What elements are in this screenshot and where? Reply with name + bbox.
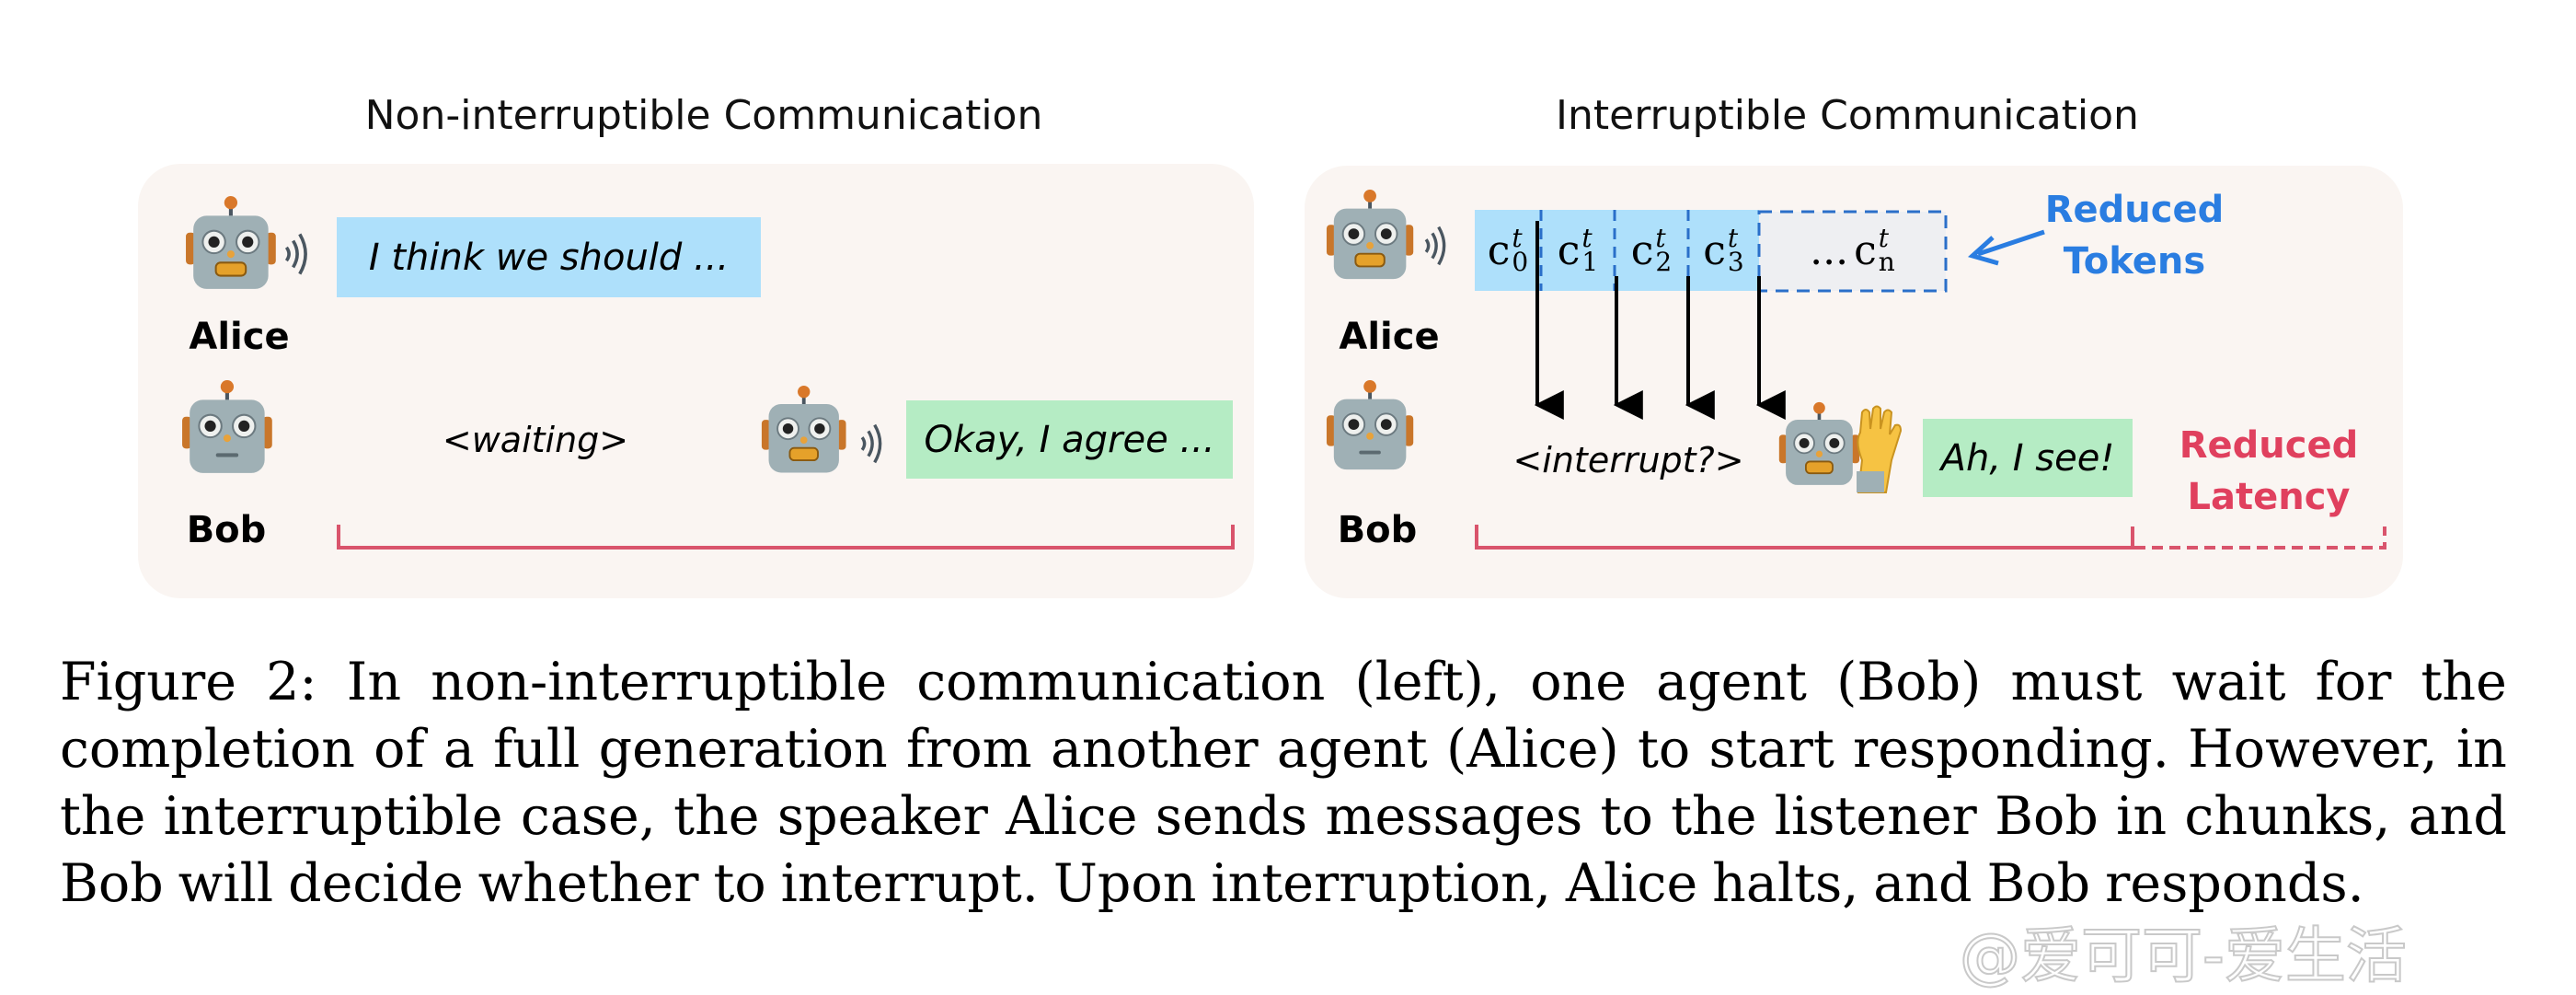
- chunk-sub: 3: [1727, 247, 1744, 277]
- chunk-sup: t: [1727, 223, 1739, 253]
- alice-label: Alice: [1339, 316, 1440, 358]
- alice-label: Alice: [189, 316, 290, 358]
- reduced-tokens-arrow: [1977, 229, 2045, 257]
- chunk-base: c: [1630, 226, 1654, 274]
- chunk-sub: n: [1878, 247, 1895, 277]
- bob-message: Ah, I see!: [1923, 419, 2133, 497]
- reduced-tokens-line-2: Tokens: [2063, 240, 2206, 283]
- watermark: @爱可可-爱生活: [1959, 920, 2408, 992]
- alice-message: I think we should ...: [337, 217, 761, 297]
- ellipsis: ...: [1810, 226, 1849, 274]
- right-panel-title: Interruptible Communication: [1556, 92, 2139, 139]
- interrupt-status: <interrupt?>: [1512, 440, 1744, 480]
- chunk-sup: t: [1655, 223, 1666, 253]
- chunk-sup: t: [1512, 223, 1523, 253]
- waiting-status: <waiting>: [442, 420, 629, 460]
- reduced-latency-label: Reduced Latency: [2179, 420, 2359, 523]
- reduced-tokens-label: Reduced Tokens: [2045, 184, 2225, 287]
- chunk-sub: 0: [1512, 247, 1529, 277]
- bob-label: Bob: [186, 509, 267, 551]
- reduced-latency-line-1: Reduced: [2179, 424, 2359, 467]
- reduced-tokens-line-1: Reduced: [2044, 189, 2225, 231]
- left-panel-title: Non-interruptible Communication: [364, 92, 1043, 139]
- chunk-base: c: [1854, 226, 1877, 274]
- bob-message: Okay, I agree ...: [906, 400, 1233, 479]
- reduced-latency-line-2: Latency: [2187, 476, 2351, 518]
- raised-hand-icon: [1857, 405, 1903, 493]
- bob-label: Bob: [1337, 509, 1418, 551]
- chunk-sup: t: [1581, 223, 1593, 253]
- bob-robot-idle-icon: [1325, 379, 1424, 479]
- chunk-sub: 1: [1581, 247, 1599, 277]
- chunk-base: c: [1703, 226, 1726, 274]
- chunk-sub: 2: [1655, 247, 1673, 277]
- chunk-sup: t: [1878, 223, 1890, 253]
- chunk-base: c: [1487, 226, 1511, 274]
- chunk-base: c: [1557, 226, 1581, 274]
